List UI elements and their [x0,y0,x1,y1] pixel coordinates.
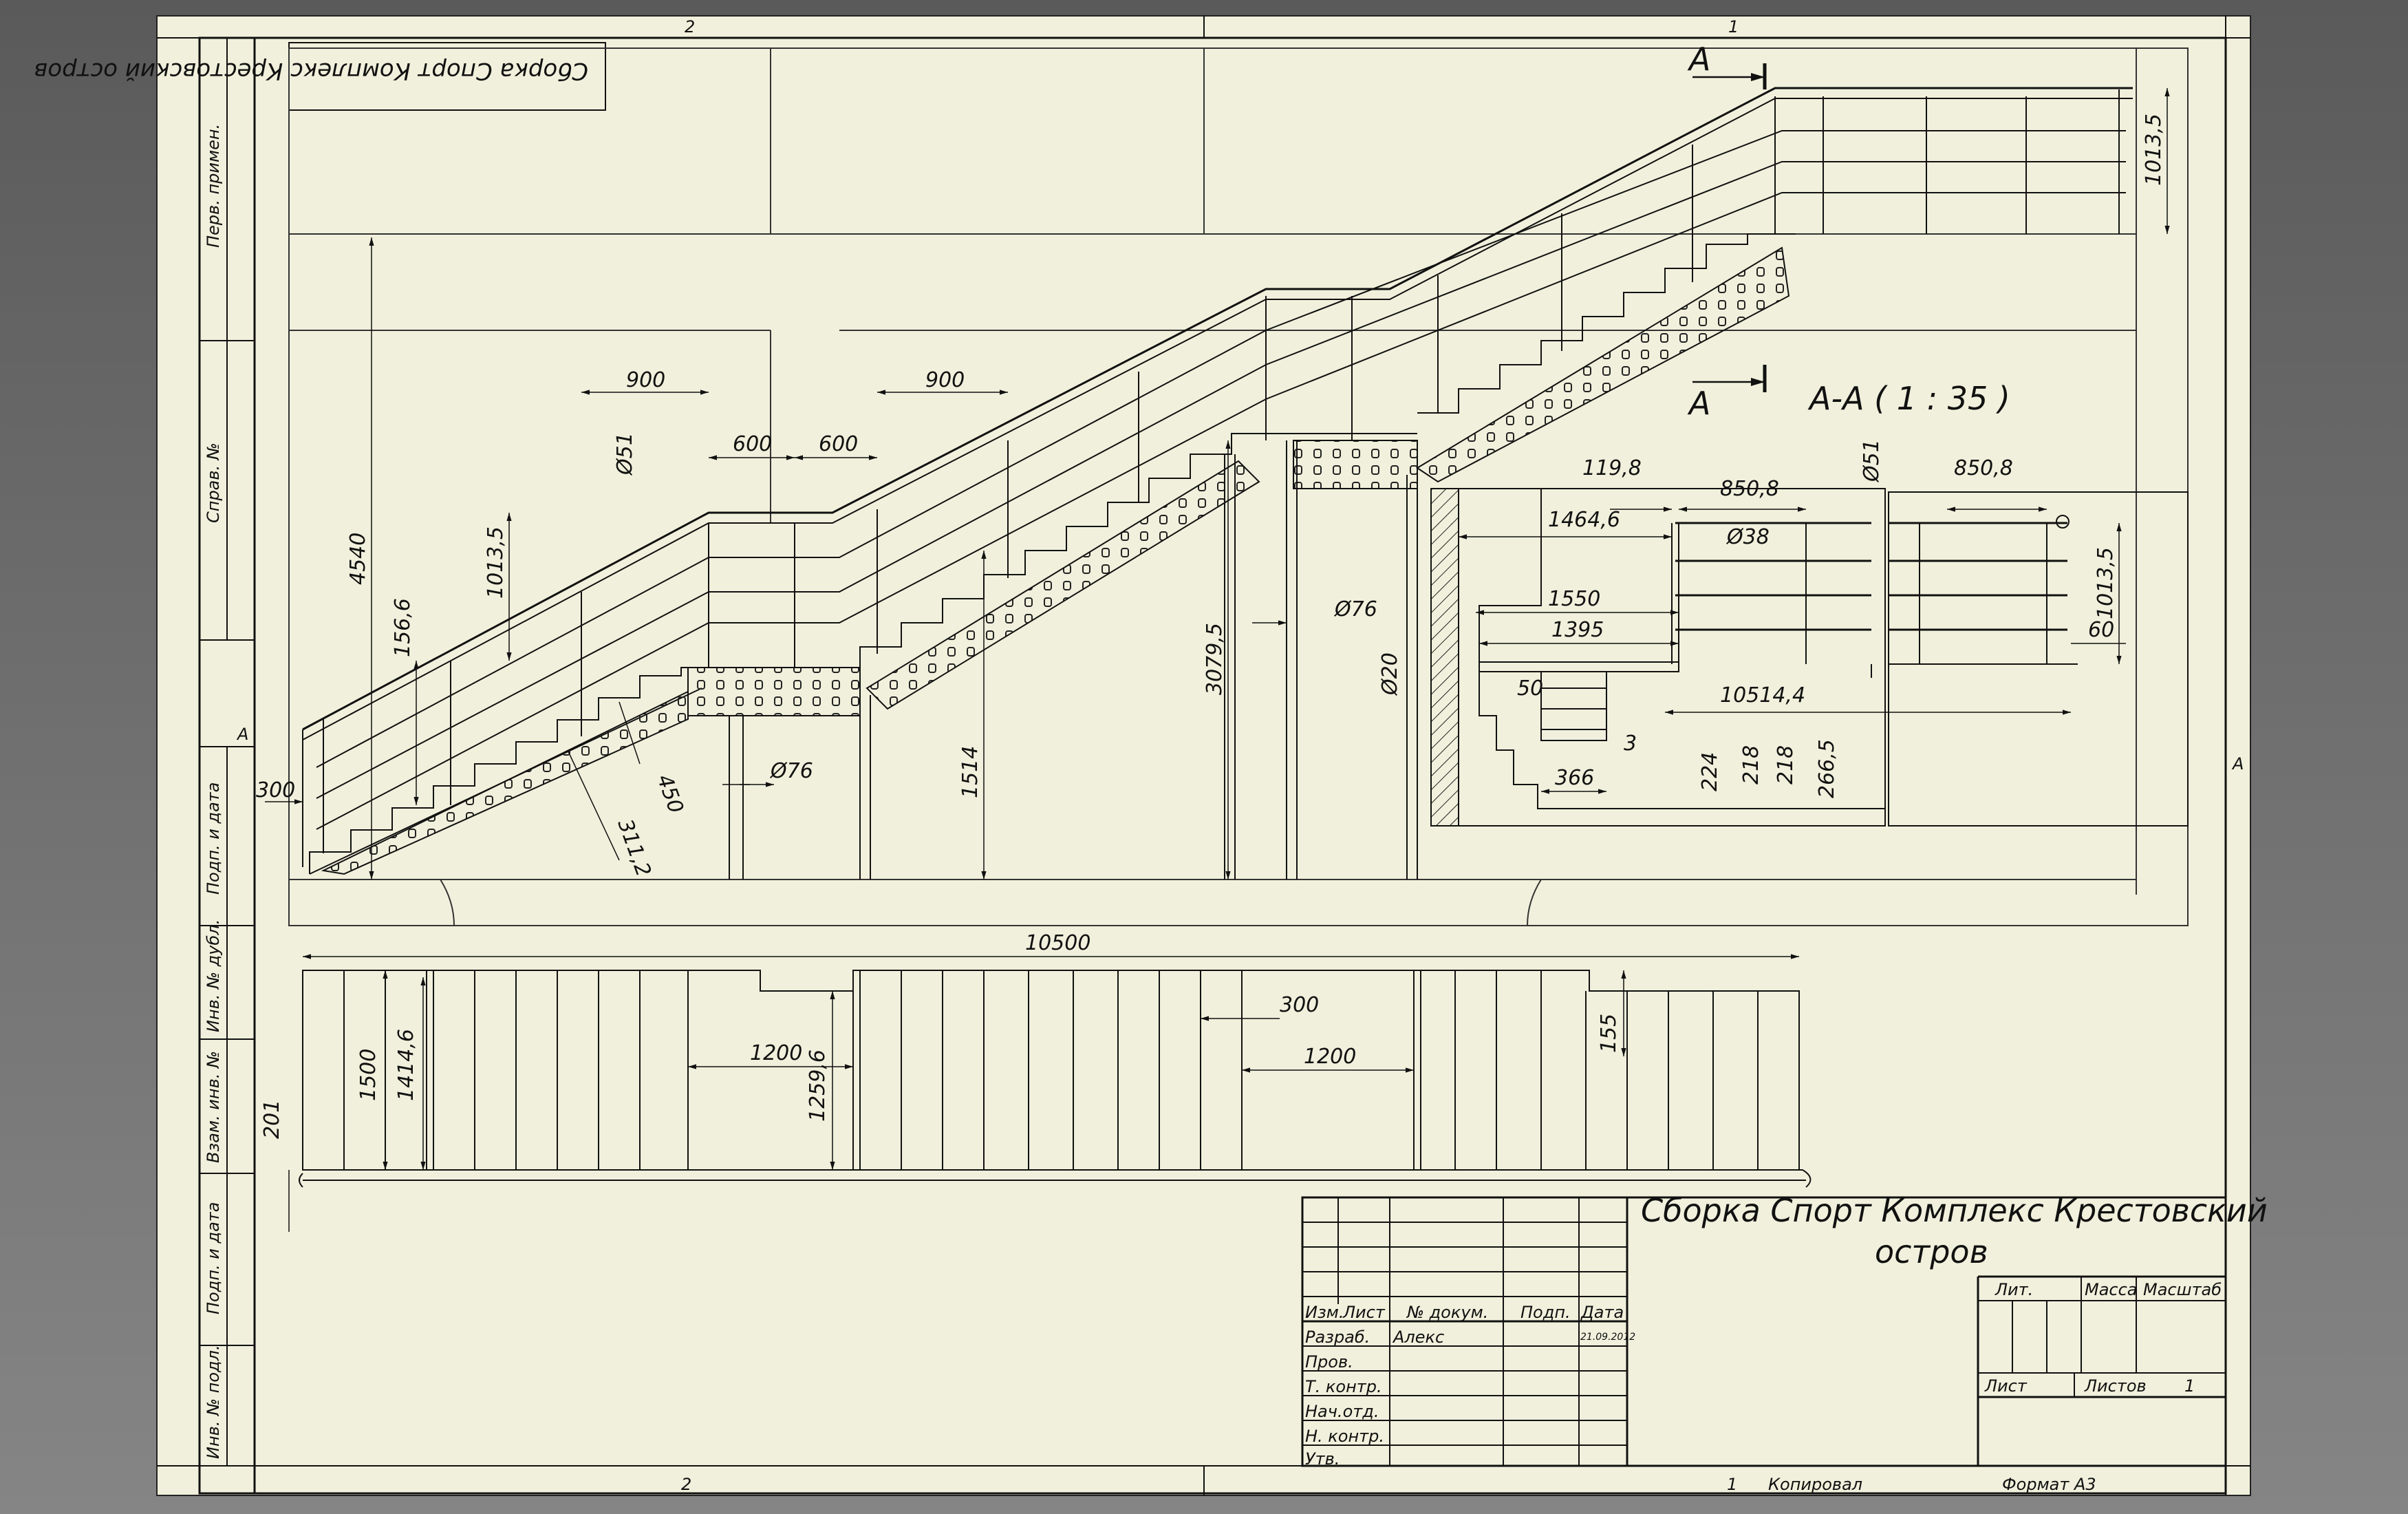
hdr-list: Лист [1342,1303,1386,1322]
role-dev: Разраб. [1305,1328,1370,1347]
dim-50: 50 [1517,676,1543,701]
scale-label: Масштаб [2143,1280,2222,1299]
drawing-title-line2: остров [1875,1233,1988,1270]
hdr-sign: Подп. [1520,1303,1571,1322]
dim-1200-a: 1200 [750,1041,802,1065]
dim-1259: 1259,6 [806,1049,830,1122]
elevation-dimensions [265,237,1287,879]
strip-label-6: Инв. № подл. [204,1345,223,1459]
dim-900-a: 900 [626,368,665,392]
hdr-izm: Изм. [1305,1303,1344,1322]
zone-side-left: A [236,725,248,744]
dim-600-b: 600 [819,432,858,456]
dim-1013-section: 1013,5 [2094,547,2118,619]
section-aa [1430,488,2189,827]
dim-1414: 1414,6 [394,1029,418,1101]
dim-850-a: 850,8 [1720,477,1779,501]
copied-label: Копировал [1768,1475,1862,1494]
section-dimension-labels: 119,8 850,8 1464,6 Ø38 1550 1395 Ø20 50 … [1378,439,2118,798]
dim-218-a: 218 [1739,745,1763,785]
dim-3: 3 [1624,732,1637,756]
dim-119: 119,8 [1582,456,1642,480]
dim-d38: Ø38 [1726,525,1770,549]
title-block [1301,1196,2227,1467]
dim-1395: 1395 [1551,618,1604,642]
copied-num: 1 [1727,1475,1737,1494]
paper [156,15,2251,1496]
lit-label: Лит. [1995,1280,2033,1299]
dim-850-b: 850,8 [1954,456,2013,480]
dim-224: 224 [1698,752,1722,791]
mass-label: Масса [2085,1280,2138,1299]
dim-60: 60 [2088,618,2114,642]
section-marker-bottom: A [1687,385,1710,422]
stair-elevation [302,87,2133,879]
dim-4540: 4540 [346,533,370,585]
hdr-doc: № докум. [1406,1303,1488,1322]
dim-1013-right: 1013,5 [2142,114,2166,186]
elevation-dimension-labels: 900 900 600 600 Ø51 1013,5 4540 156,6 30… [256,114,2166,879]
dim-d51: Ø51 [613,432,637,476]
dim-1200-b: 1200 [1304,1045,1356,1069]
strip-label-4: Взам. инв. № [204,1051,223,1163]
dim-218-b: 218 [1774,745,1798,785]
dim-1514: 1514 [958,746,982,798]
sheet-label: Лист [1984,1376,2028,1396]
inverted-stamp-text: Сборка Спорт Комплекс Крестовский остров [34,57,588,85]
dim-155: 155 [1597,1014,1621,1053]
strip-label-3: Инв. № дубл. [204,919,223,1032]
title-block-text: Сборка Спорт Комплекс Крестовский остров… [1305,1192,2268,1494]
strip-label-5: Подп. и дата [204,1202,223,1315]
dim-10500: 10500 [1025,931,1090,955]
role-head: Нач.отд. [1305,1402,1379,1421]
section-marker-top: A [1687,41,1710,78]
developer-name: Алекс [1392,1328,1444,1347]
developer-date: 21.09.2012 [1580,1332,1635,1343]
left-strip: Перв. примен. Справ. № Подп. и дата Инв.… [198,36,256,1495]
role-ncontrol: Н. контр. [1305,1427,1384,1446]
plan-dimensions [288,954,1799,1232]
dim-266: 266,5 [1815,739,1839,798]
drawing-title-line1: Сборка Спорт Комплекс Крестовский [1641,1192,2268,1229]
zone-bottom-2: 2 [681,1475,691,1494]
role-tcontrol: Т. контр. [1305,1377,1382,1396]
dim-156: 156,6 [391,598,415,657]
dim-1550: 1550 [1548,587,1600,611]
dim-600-a: 600 [733,432,772,456]
dim-366: 366 [1555,766,1594,790]
section-title: А-А ( 1 : 35 ) [1807,380,2010,417]
sheets-label: Листов [2084,1376,2147,1396]
dim-3079: 3079,5 [1203,623,1227,695]
dim-d51-section: Ø51 [1860,439,1884,483]
dim-1013-left: 1013,5 [484,526,508,599]
zone-top-1: 1 [1728,17,1739,36]
role-approve: Утв. [1305,1449,1340,1469]
dim-300-plan: 300 [1280,993,1319,1017]
dim-1500: 1500 [356,1049,380,1101]
dim-1464: 1464,6 [1548,508,1620,532]
dim-900-b: 900 [925,368,965,392]
strip-label-0: Перв. примен. [204,124,223,248]
section-markers [1692,63,1767,392]
plan-dimension-labels: 10500 1500 1414,6 201 1200 1259,6 300 12… [260,931,1621,1139]
dim-10514: 10514,4 [1720,683,1805,707]
dim-d20: Ø20 [1378,652,1402,696]
role-check: Пров. [1305,1352,1353,1372]
dim-300: 300 [256,778,295,802]
strip-label-1: Справ. № [204,443,223,523]
sheets-count: 1 [2184,1376,2195,1396]
dim-d76-low: Ø76 [769,759,813,783]
section-dimensions [1459,507,2126,794]
strip-label-2: Подп. и дата [204,782,223,895]
dim-201: 201 [260,1100,284,1139]
format-label: Формат A3 [2002,1475,2096,1494]
zone-side-right: A [2231,754,2244,774]
hdr-date: Дата [1580,1303,1624,1322]
dim-d76-high: Ø76 [1333,597,1377,621]
zone-top-2: 2 [685,17,695,36]
room-outline [288,47,2189,926]
